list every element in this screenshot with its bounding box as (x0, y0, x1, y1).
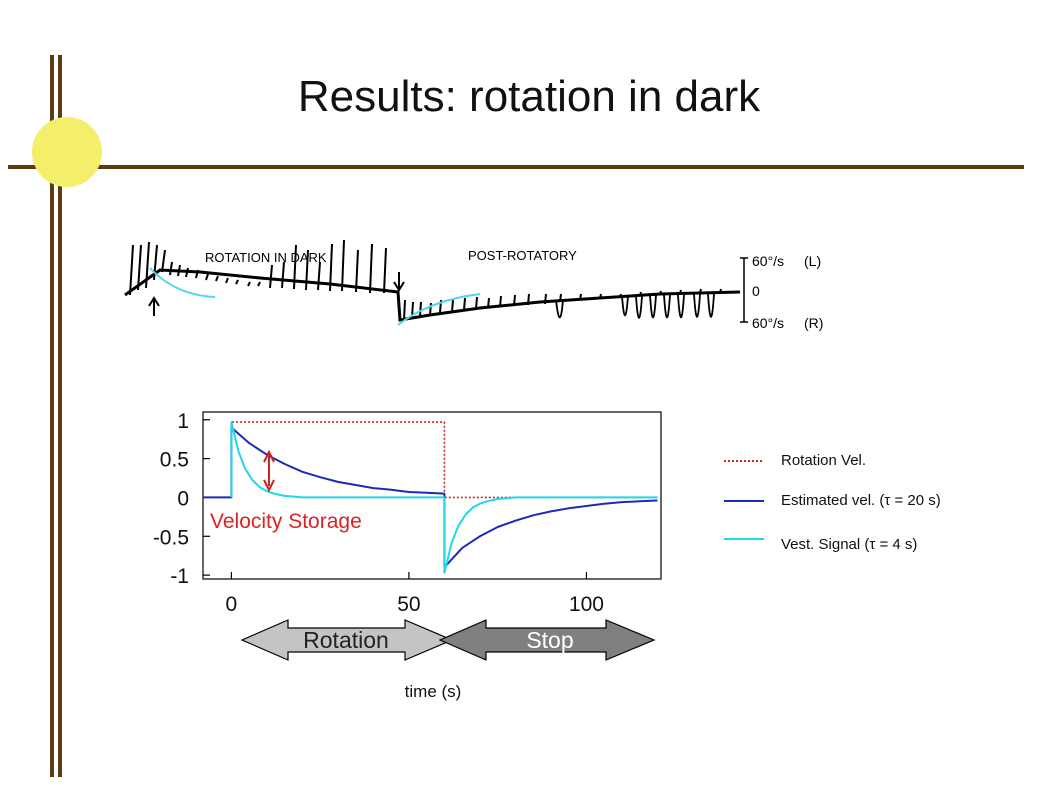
recording-scale-mid: 0 (752, 283, 760, 299)
y-tick-label: -0.5 (153, 526, 189, 549)
x-axis-label: time (s) (405, 682, 462, 701)
legend: Rotation Vel. Estimated vel. (τ = 20 s) … (724, 452, 941, 553)
rotation-phase-label: Rotation (303, 627, 389, 653)
recording-scale-bracket (740, 257, 748, 323)
model-plot: 1 0.5 0 -0.5 -1 0 50 100 (153, 410, 662, 616)
velocity-storage-annotation: Velocity Storage (210, 449, 362, 533)
phase-arrows: Rotation Stop (240, 619, 656, 661)
slide-title: Results: rotation in dark (297, 72, 761, 121)
plot-series (203, 421, 658, 574)
x-axis-ticks: 0 50 100 (226, 572, 604, 616)
recording-start-arrow (148, 296, 160, 316)
left-decor-bar-2 (58, 55, 62, 777)
y-tick-label: -1 (170, 565, 189, 588)
series-estimated-velocity (203, 426, 658, 569)
recording-fit-rotation (149, 267, 216, 298)
recording-stop-arrow (393, 272, 405, 292)
velocity-storage-label: Velocity Storage (210, 510, 362, 533)
legend-label-estimated: Estimated vel. (τ = 20 s) (781, 492, 941, 509)
recording-rebounds (555, 293, 715, 319)
y-tick-label: 0.5 (160, 449, 189, 472)
stop-phase-label: Stop (526, 627, 573, 653)
velocity-storage-arrow (263, 449, 275, 493)
legend-label-rotation: Rotation Vel. (781, 452, 866, 469)
x-tick-label: 0 (226, 593, 238, 616)
recording-fast-phases (129, 239, 722, 321)
x-tick-label: 100 (569, 593, 604, 616)
recording-label-post: POST-ROTATORY (468, 248, 577, 263)
series-rotation-velocity (230, 421, 658, 499)
recording-fit-post (397, 293, 481, 326)
recording-scale-bottom-side: (R) (804, 315, 823, 331)
stop-phase-arrow (438, 619, 656, 661)
recording-scale-bottom: 60°/s (752, 315, 784, 331)
plot-frame (202, 411, 662, 580)
y-axis-ticks: 1 0.5 0 -0.5 -1 (153, 410, 210, 588)
recording-scale-top: 60°/s (752, 253, 784, 269)
recording-scale-top-side: (L) (804, 253, 821, 269)
recording-trace: ROTATION IN DARK POST-ROTATORY 60°/s (L)… (124, 239, 823, 331)
header-divider (8, 165, 1024, 169)
x-tick-label: 50 (397, 593, 420, 616)
y-tick-label: 0 (177, 487, 189, 510)
series-vest-signal (230, 421, 658, 574)
recording-label-rotation: ROTATION IN DARK (205, 250, 327, 265)
decor-circle (32, 117, 102, 187)
left-decor-bar-1 (50, 55, 54, 777)
y-tick-label: 1 (177, 410, 189, 433)
legend-label-vest: Vest. Signal (τ = 4 s) (781, 536, 917, 553)
